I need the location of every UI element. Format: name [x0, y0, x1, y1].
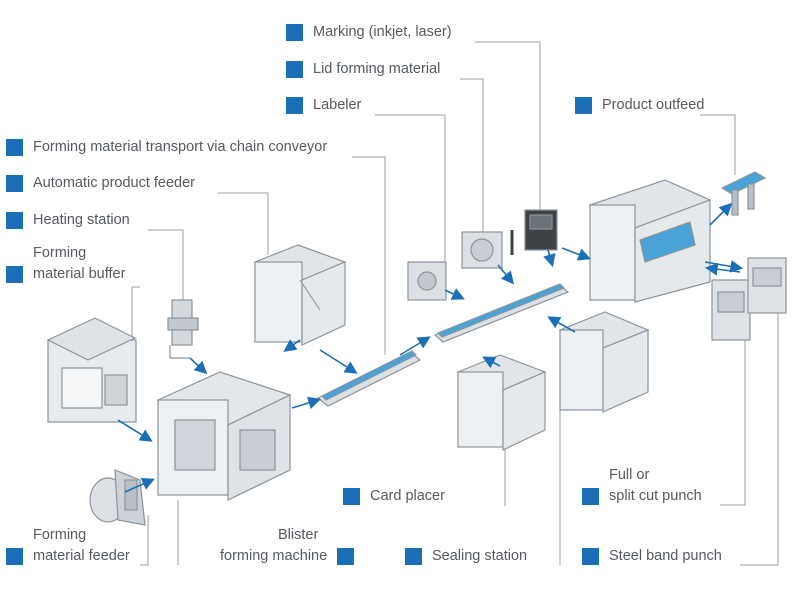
label-text: Forming material transport via chain con… — [33, 139, 328, 155]
machine-lid-forming-material — [461, 231, 503, 269]
machine-blister-forming — [156, 371, 292, 501]
label-text: Full or split cut punch — [609, 465, 702, 507]
label-line-1: Forming — [33, 527, 87, 543]
label-text: Lid forming material — [313, 61, 441, 77]
label-text: Product outfeed — [602, 97, 705, 113]
blue-square-icon — [6, 139, 23, 156]
blue-square-icon — [6, 212, 23, 229]
label-line-2: material feeder — [33, 548, 130, 564]
label-text: Labeler — [313, 97, 362, 113]
blue-square-icon — [286, 24, 303, 41]
label-forming-material-buffer: Forming material buffer — [6, 243, 125, 285]
label-text: Forming material feeder — [33, 525, 130, 567]
machine-forming-material-feeder — [89, 469, 146, 526]
machine-packaging-main — [588, 179, 712, 303]
label-text: Forming material buffer — [33, 243, 125, 285]
label-automatic-product-feeder: Automatic product feeder — [6, 173, 195, 194]
flow-arrows — [117, 202, 744, 493]
label-text: Heating station — [33, 212, 130, 228]
machine-chain-conveyor — [316, 283, 570, 407]
blue-square-icon — [286, 61, 303, 78]
label-text: Blister forming machine — [220, 525, 327, 567]
blue-square-icon — [6, 175, 23, 192]
label-labeler: Labeler — [286, 95, 361, 116]
label-forming-material-feeder: Forming material feeder — [6, 525, 130, 567]
label-product-outfeed: Product outfeed — [575, 95, 704, 116]
label-lid-forming-material: Lid forming material — [286, 59, 440, 80]
label-line-2: material buffer — [33, 266, 126, 282]
label-text: Sealing station — [432, 548, 528, 564]
machine-automatic-product-feeder — [253, 244, 347, 346]
label-heating-station: Heating station — [6, 210, 130, 231]
label-marking: Marking (inkjet, laser) — [286, 22, 452, 43]
machine-sealing-station — [558, 311, 650, 413]
label-line-1: Full or — [609, 467, 650, 483]
machine-card-placer — [456, 354, 547, 451]
blue-square-icon — [343, 488, 360, 505]
label-sealing-station: Sealing station — [405, 546, 527, 567]
label-text: Automatic product feeder — [33, 175, 196, 191]
label-steel-band-punch: Steel band punch — [582, 546, 722, 567]
machine-forming-material-buffer — [46, 317, 137, 423]
label-text: Marking (inkjet, laser) — [313, 24, 452, 40]
label-card-placer: Card placer — [343, 486, 445, 507]
blue-square-icon — [582, 548, 599, 565]
blue-square-icon — [405, 548, 422, 565]
label-forming-material-transport: Forming material transport via chain con… — [6, 137, 327, 158]
machine-labeler — [407, 261, 447, 301]
blue-square-icon — [6, 548, 23, 565]
label-text: Steel band punch — [609, 548, 722, 564]
label-line-2: split cut punch — [609, 488, 702, 504]
blue-square-icon — [6, 266, 23, 283]
blue-square-icon — [337, 548, 355, 565]
machine-marking-unit — [510, 209, 558, 255]
blue-square-icon — [582, 488, 599, 505]
label-line-1: Blister — [278, 527, 319, 543]
label-full-or-split-cut-punch: Full or split cut punch — [582, 465, 702, 507]
machine-product-outfeed — [720, 171, 767, 216]
machine-heating-station — [167, 299, 199, 359]
label-blister-forming-machine: Blister forming machine — [220, 525, 355, 567]
blue-square-icon — [575, 97, 592, 114]
label-line-2: forming machine — [220, 548, 328, 564]
blue-square-icon — [286, 97, 303, 114]
machine-full-or-split-cut-punch — [711, 279, 751, 341]
label-text: Card placer — [370, 488, 445, 504]
label-line-1: Forming — [33, 245, 87, 261]
machine-steel-band-punch — [747, 257, 787, 314]
